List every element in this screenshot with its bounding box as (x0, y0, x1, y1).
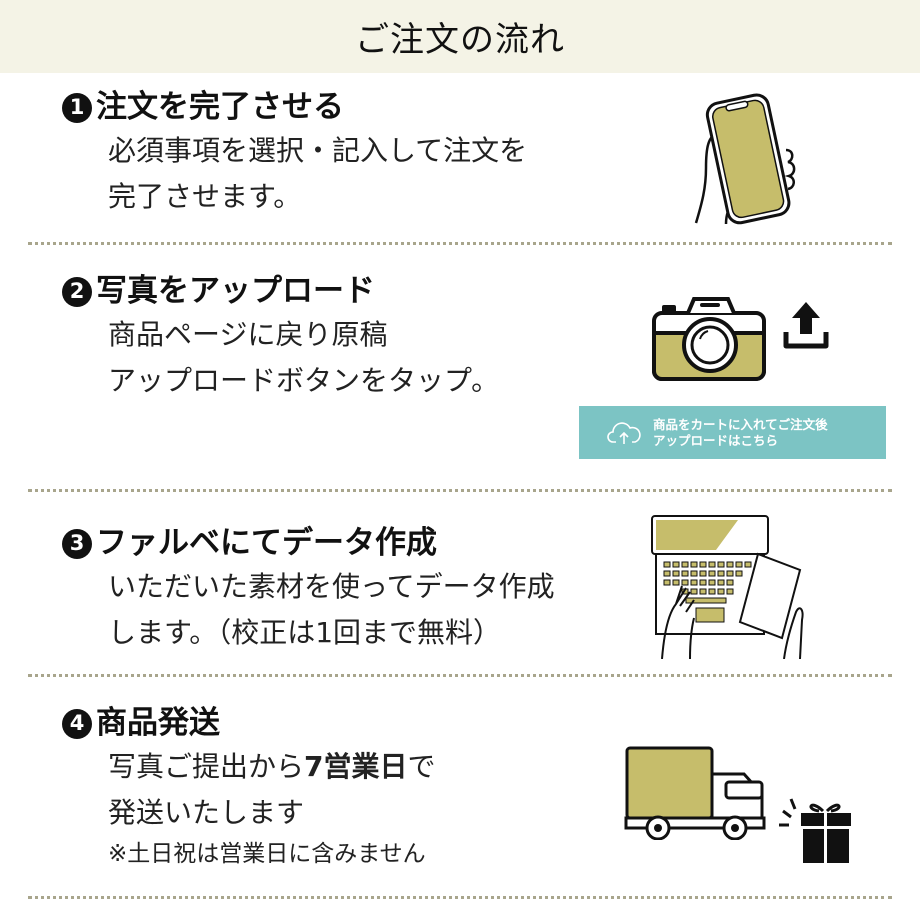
step-number-badge: 2 (62, 276, 92, 307)
section-divider (28, 896, 892, 899)
description-line: 必須事項を選択・記入して注文を (108, 134, 528, 167)
description-text: 写真ご提出から (108, 750, 305, 783)
section-divider (28, 674, 892, 677)
step-4: 4 商品発送 写真ご提出から7営業日で 発送いたします ※土日祝は営業日に含みま… (62, 708, 436, 872)
business-days-highlight: 7営業日 (304, 750, 408, 783)
upload-button-label: 商品をカートに入れてご注文後 アップロードはこちら (653, 417, 828, 449)
upload-arrow-icon (783, 302, 829, 349)
step-title-text: ファルベにてデータ作成 (96, 525, 437, 561)
step-3-description: いただいた素材を使ってデータ作成 します。（校正は1回まで無料） (108, 564, 555, 656)
button-text-line: アップロードはこちら (653, 432, 779, 448)
step-2: 2 写真をアップロード 商品ページに戻り原稿 アップロードボタンをタップ。 (62, 276, 499, 404)
step-2-description: 商品ページに戻り原稿 アップロードボタンをタップ。 (108, 312, 499, 404)
upload-after-order-button[interactable]: 商品をカートに入れてご注文後 アップロードはこちら (579, 406, 886, 459)
step-number-badge: 4 (62, 708, 92, 739)
step-title-text: 商品発送 (96, 705, 220, 741)
step-4-description: 写真ご提出から7営業日で 発送いたします ※土日祝は営業日に含みません (108, 744, 436, 872)
description-line: します。（校正は1回まで無料） (108, 616, 502, 649)
delivery-truck-icon (624, 746, 766, 840)
step-1: 1 注文を完了させる 必須事項を選択・記入して注文を 完了させます。 (62, 92, 527, 220)
description-line: アップロードボタンをタップ。 (108, 364, 500, 397)
holiday-note: ※土日祝は営業日に含みません (108, 841, 426, 867)
gift-box-icon (779, 798, 851, 863)
step-number-badge: 1 (62, 92, 92, 123)
step-1-description: 必須事項を選択・記入して注文を 完了させます。 (108, 128, 527, 220)
step-2-title: 2 写真をアップロード (62, 276, 499, 307)
description-line: 商品ページに戻り原稿 (108, 318, 388, 351)
page-header: ご注文の流れ (0, 0, 920, 73)
description-line: いただいた素材を使ってデータ作成 (108, 570, 555, 603)
description-line: 写真ご提出から7営業日で (108, 744, 436, 790)
step-title-text: 注文を完了させる (96, 89, 344, 125)
camera-icon (652, 297, 766, 381)
section-divider (28, 489, 892, 492)
page-title: ご注文の流れ (355, 20, 565, 60)
section-divider (28, 242, 892, 245)
cloud-upload-icon (607, 421, 641, 444)
step-3-title: 3 ファルベにてデータ作成 (62, 528, 555, 559)
description-line: 発送いたします (108, 796, 305, 829)
laptop-typing-icon (651, 515, 804, 659)
step-title-text: 写真をアップロード (96, 273, 375, 309)
step-4-title: 4 商品発送 (62, 708, 436, 739)
step-3: 3 ファルベにてデータ作成 いただいた素材を使ってデータ作成 します。（校正は1… (62, 528, 555, 656)
hand-holding-smartphone-icon (694, 93, 796, 225)
description-line: 完了させます。 (108, 180, 302, 213)
step-number-badge: 3 (62, 528, 92, 559)
description-text: で (407, 750, 436, 783)
step-1-title: 1 注文を完了させる (62, 92, 527, 123)
button-text-line: 商品をカートに入れてご注文後 (653, 416, 828, 432)
